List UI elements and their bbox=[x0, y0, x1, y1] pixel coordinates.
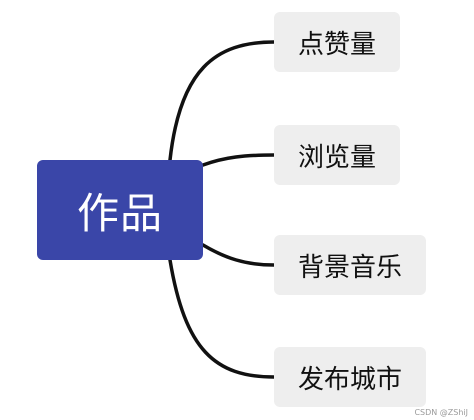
connector-to-child-4 bbox=[168, 258, 276, 379]
watermark: CSDN @ZShiJ bbox=[414, 408, 468, 417]
child-node-label: 发布城市 bbox=[297, 364, 402, 395]
connector-to-child-1 bbox=[168, 40, 276, 162]
child-node-background-music[interactable]: 背景音乐 bbox=[274, 235, 426, 295]
connector-to-child-3 bbox=[201, 243, 276, 267]
child-node-label: 点赞量 bbox=[297, 29, 376, 60]
root-node-label: 作品 bbox=[76, 188, 163, 238]
child-node-views[interactable]: 浏览量 bbox=[274, 125, 400, 185]
root-node[interactable]: 作品 bbox=[37, 160, 203, 260]
connector-to-child-2 bbox=[201, 153, 276, 167]
child-node-label: 背景音乐 bbox=[297, 252, 402, 283]
child-node-label: 浏览量 bbox=[297, 142, 376, 173]
child-node-publish-city[interactable]: 发布城市 bbox=[274, 347, 426, 407]
child-node-likes[interactable]: 点赞量 bbox=[274, 12, 400, 72]
